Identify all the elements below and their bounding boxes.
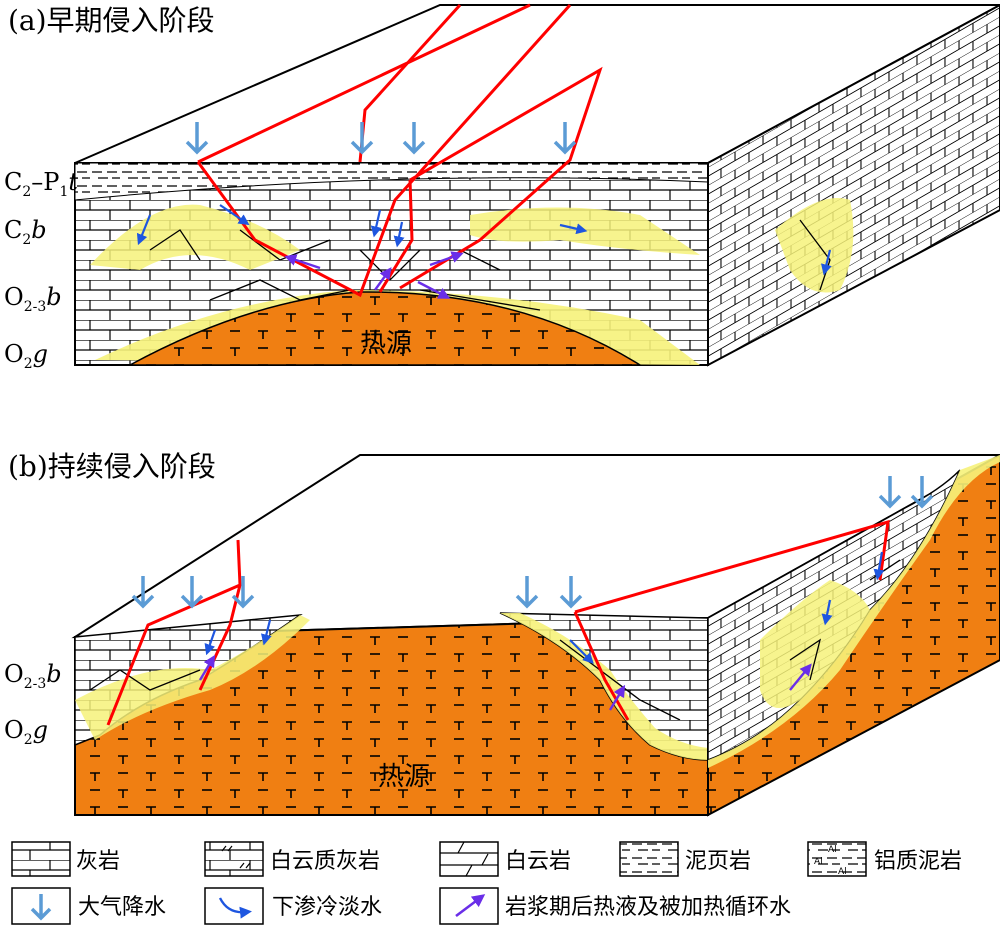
panel-a-layer-0: C2–P1t [4, 168, 78, 200]
legend-bauxitic-mudstone: Al Al Al 铝质泥岩 [807, 841, 962, 877]
panel-a-layer-3: O2g [4, 340, 48, 372]
svg-text:铝质泥岩: 铝质泥岩 [874, 849, 962, 874]
legend-dolomitic-limestone: 白云质灰岩 [204, 841, 380, 877]
svg-text:白云岩: 白云岩 [505, 849, 571, 874]
panel-b-layer-0: O2-3b [4, 660, 62, 692]
legend-seepage-water: 下渗冷淡水 [204, 887, 382, 925]
panel-b-meteoric-arrows [131, 476, 934, 609]
panel-a-shale-band [74, 162, 709, 201]
panel-a: (a)早期侵入阶段 热源 [4, 3, 1000, 372]
panel-a-title: (a)早期侵入阶段 [8, 4, 215, 37]
panel-b-title: (b)持续侵入阶段 [8, 450, 216, 483]
legend: 灰岩 白云质灰岩 白云岩 泥页岩 Al Al Al 铝质泥岩 大气降水 [11, 841, 962, 925]
svg-text:大气降水: 大气降水 [78, 895, 166, 920]
svg-text:岩浆期后热液及被加热循环水: 岩浆期后热液及被加热循环水 [505, 895, 791, 920]
svg-text:灰岩: 灰岩 [76, 849, 120, 874]
panel-a-layer-2: O2-3b [4, 283, 62, 315]
seepage-arrow-icon [218, 897, 252, 919]
panel-a-layer-1: C2b [4, 216, 47, 248]
panel-a-meteoric-arrows [185, 122, 577, 155]
svg-text:泥页岩: 泥页岩 [685, 849, 751, 874]
panel-a-side-face [707, 3, 1000, 367]
panel-b-layer-1: O2g [4, 716, 48, 748]
svg-text:Al: Al [838, 867, 847, 877]
panel-b-central-alteration [500, 613, 708, 760]
legend-hydrothermal-water: 岩浆期后热液及被加热循环水 [439, 887, 791, 925]
svg-text:下渗冷淡水: 下渗冷淡水 [272, 895, 382, 920]
panel-b-seepage-arrows [204, 551, 885, 664]
panel-a-side-alteration [775, 198, 854, 293]
meteoric-arrow-icon [30, 894, 52, 921]
legend-dolomite: 白云岩 [439, 841, 571, 877]
panel-b-hydrothermal-arrows [198, 654, 812, 711]
panel-b-heat-label: 热源 [378, 762, 430, 792]
legend-meteoric-water: 大气降水 [11, 887, 166, 925]
panel-a-faults [196, 3, 603, 298]
panel-b: (b)持续侵入阶段 热源 [4, 450, 1000, 817]
legend-limestone: 灰岩 [11, 841, 120, 877]
panel-b-left-alteration [75, 615, 310, 740]
svg-text:Al: Al [828, 845, 837, 855]
legend-mud-shale: 泥页岩 [619, 841, 751, 877]
hydrothermal-arrow-icon [455, 894, 486, 918]
panel-a-heat-source [129, 291, 643, 366]
svg-text:Al: Al [814, 857, 823, 867]
panel-a-hydrothermal-arrows [284, 251, 464, 299]
panel-a-seepage-arrows [136, 204, 832, 276]
svg-text:白云质灰岩: 白云质灰岩 [270, 849, 380, 874]
panel-a-heat-label: 热源 [360, 329, 412, 359]
